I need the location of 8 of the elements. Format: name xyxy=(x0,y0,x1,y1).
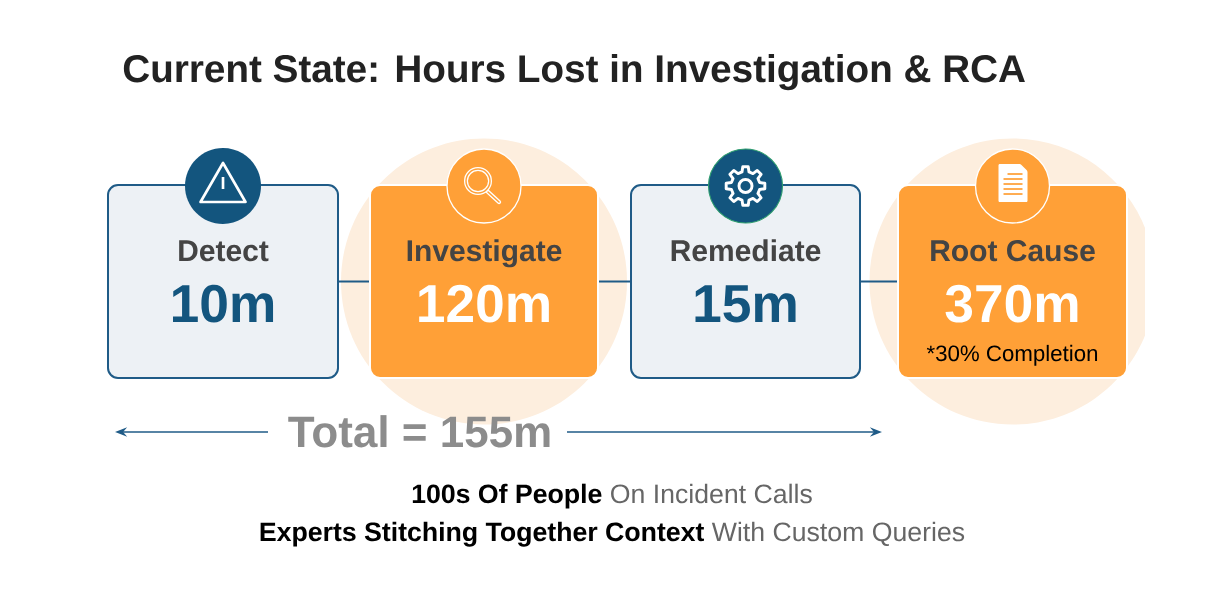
total-label: Total = 155m xyxy=(288,415,550,448)
process-box: Investigate 120m xyxy=(369,184,599,379)
note-text: Experts Stitching Together Context With Custom Queries xyxy=(260,521,965,547)
process-box: Remediate 15m xyxy=(630,184,861,379)
process-box: Root Cause 370m *30% Completion xyxy=(897,184,1128,379)
note-text: 100s Of People On Incident Calls xyxy=(412,483,812,509)
process-box: Detect 10m xyxy=(107,184,339,379)
title: Current State: Hours Lost in Investigation & RCA xyxy=(123,54,1025,91)
